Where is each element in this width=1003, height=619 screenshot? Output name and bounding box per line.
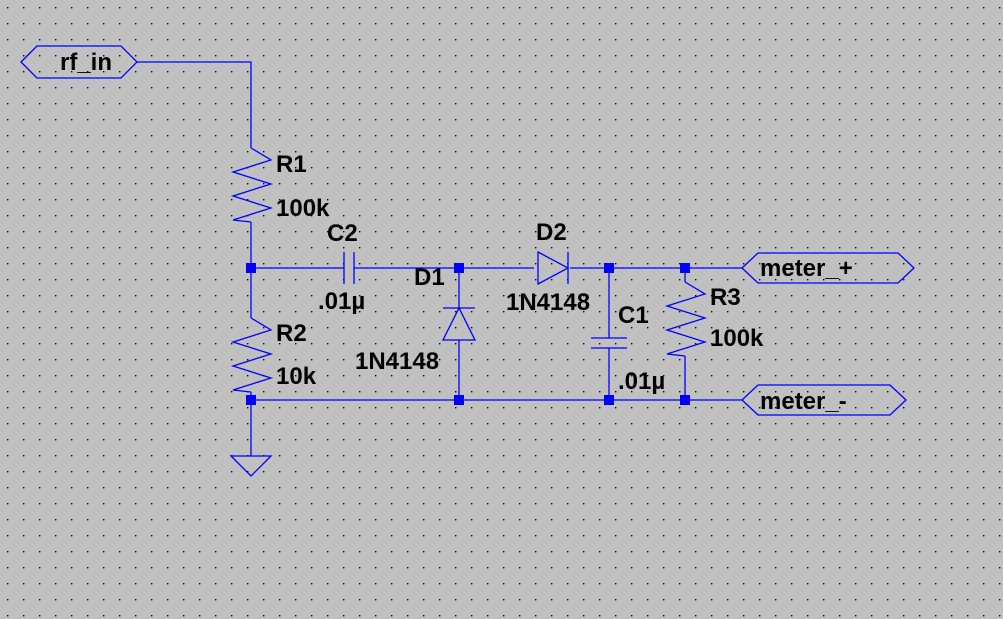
junction-dot — [680, 263, 690, 273]
resistor-r2-symbol — [230, 317, 274, 393]
capacitor-c2-symbol — [343, 252, 355, 284]
junction-dot — [246, 395, 256, 405]
r3-ref: R3 — [710, 284, 741, 311]
c2-value: .01µ — [318, 288, 365, 315]
junction-dots — [246, 263, 690, 405]
junction-dot — [454, 263, 464, 273]
d1-value: 1N4148 — [355, 348, 439, 375]
junction-dot — [454, 395, 464, 405]
junction-dot — [680, 395, 690, 405]
port-meter-plus[interactable]: meter_+ — [741, 252, 915, 284]
resistor-r2[interactable]: R2 10k — [230, 317, 317, 393]
d2-ref: D2 — [536, 219, 567, 246]
r2-ref: R2 — [276, 320, 307, 347]
c2-ref: C2 — [327, 220, 358, 247]
d2-value: 1N4148 — [506, 289, 590, 316]
ground-icon — [229, 455, 273, 477]
capacitor-c2[interactable]: C2 .01µ — [318, 220, 365, 315]
r1-ref: R1 — [276, 151, 307, 178]
diode-d1[interactable]: D1 1N4148 — [355, 264, 477, 375]
wires — [137, 61, 742, 456]
diode-d2[interactable]: D2 1N4148 — [506, 219, 590, 316]
port-meter-plus-shape — [741, 252, 915, 284]
r3-value: 100k — [710, 325, 764, 352]
port-rf-in-label: rf_in — [60, 49, 112, 76]
ground-symbol — [229, 455, 273, 477]
d1-ref: D1 — [414, 264, 445, 291]
c1-value: .01µ — [618, 368, 665, 395]
capacitor-c1-symbol — [591, 337, 627, 349]
wire-rf-in — [137, 61, 252, 148]
junction-dot — [604, 263, 614, 273]
diode-d2-triangle — [537, 250, 570, 286]
resistor-r3[interactable]: R3 100k — [664, 281, 764, 357]
r2-value: 10k — [276, 363, 317, 390]
diode-d1-triangle — [441, 306, 477, 341]
port-rf-in-shape — [20, 45, 138, 79]
resistor-r3-symbol — [664, 281, 708, 357]
resistor-r1-symbol — [230, 147, 274, 223]
port-meter-plus-label: meter_+ — [760, 255, 853, 282]
port-meter-minus[interactable]: meter_- — [741, 384, 907, 416]
resistor-r1[interactable]: R1 100k — [230, 147, 330, 223]
junction-dot — [604, 395, 614, 405]
capacitor-c1[interactable]: C1 .01µ — [591, 302, 665, 395]
port-meter-minus-label: meter_- — [760, 388, 847, 415]
junction-dot — [246, 263, 256, 273]
port-meter-minus-shape — [741, 384, 907, 416]
r1-value: 100k — [276, 195, 330, 222]
port-rf-in[interactable]: rf_in — [20, 45, 138, 79]
c1-ref: C1 — [618, 302, 649, 329]
